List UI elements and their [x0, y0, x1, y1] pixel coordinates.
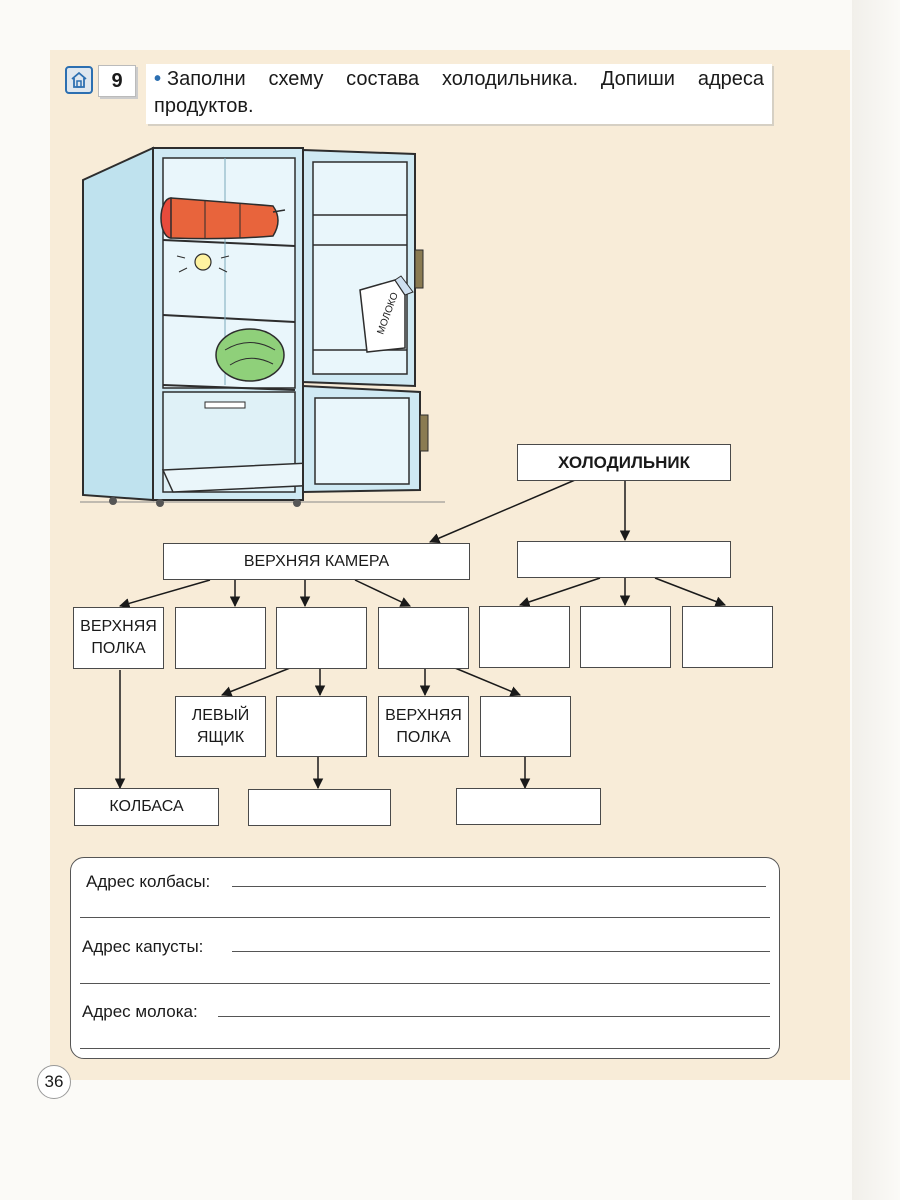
sausage-address-line[interactable]: [232, 886, 766, 887]
task-instruction: •Заполни схему состава холодильника. Доп…: [146, 64, 772, 124]
bullet-icon: •: [154, 68, 162, 90]
fridge-illustration: МОЛОКО: [80, 146, 445, 507]
scheme-blank-box[interactable]: [248, 789, 391, 826]
cabbage-drawing: [215, 328, 285, 382]
cabbage-address-label: Адрес капусты:: [82, 937, 204, 956]
scheme-blank-box[interactable]: [480, 696, 571, 757]
milk-address-line[interactable]: [218, 1016, 770, 1017]
scheme-blank-box[interactable]: [276, 607, 367, 669]
cabbage-address-line-2[interactable]: [80, 983, 770, 984]
scheme-left-drawer-box: ЛЕВЫЙ ЯЩИК: [175, 696, 266, 757]
page-edge-shadow: [852, 0, 900, 1200]
house-icon: [65, 66, 93, 94]
scheme-blank-box[interactable]: [479, 606, 570, 668]
scheme-upper-shelf-box: ВЕРХНЯЯ ПОЛКА: [73, 607, 164, 669]
scheme-blank-box[interactable]: [175, 607, 266, 669]
milk-carton-drawing: МОЛОКО: [359, 275, 414, 353]
cabbage-address-line[interactable]: [232, 951, 770, 952]
scheme-root-box: ХОЛОДИЛЬНИК: [517, 444, 731, 481]
address-card: [70, 857, 780, 1059]
sausage-address-line-2[interactable]: [80, 917, 770, 918]
milk-address-line-2[interactable]: [80, 1048, 770, 1049]
scheme-blank-box[interactable]: [517, 541, 731, 578]
scheme-upper-chamber-box: ВЕРХНЯЯ КАМЕРА: [163, 543, 470, 580]
instruction-text: Заполни схему состава холодильника. Допи…: [154, 68, 764, 117]
scheme-blank-box[interactable]: [580, 606, 671, 668]
page-number: 36: [37, 1065, 71, 1099]
scheme-blank-box[interactable]: [456, 788, 601, 825]
scheme-blank-box[interactable]: [682, 606, 773, 668]
scheme-sausage-box: КОЛБАСА: [74, 788, 219, 826]
scheme-blank-box[interactable]: [276, 696, 367, 757]
scheme-blank-box[interactable]: [378, 607, 469, 669]
light-bulb-drawing: [176, 253, 230, 273]
task-number: 9: [98, 65, 136, 97]
sausage-drawing: [160, 197, 286, 240]
milk-address-label: Адрес молока:: [82, 1002, 198, 1021]
sausage-address-label: Адрес колбасы:: [86, 872, 211, 891]
scheme-upper-shelf-box: ВЕРХНЯЯ ПОЛКА: [378, 696, 469, 757]
